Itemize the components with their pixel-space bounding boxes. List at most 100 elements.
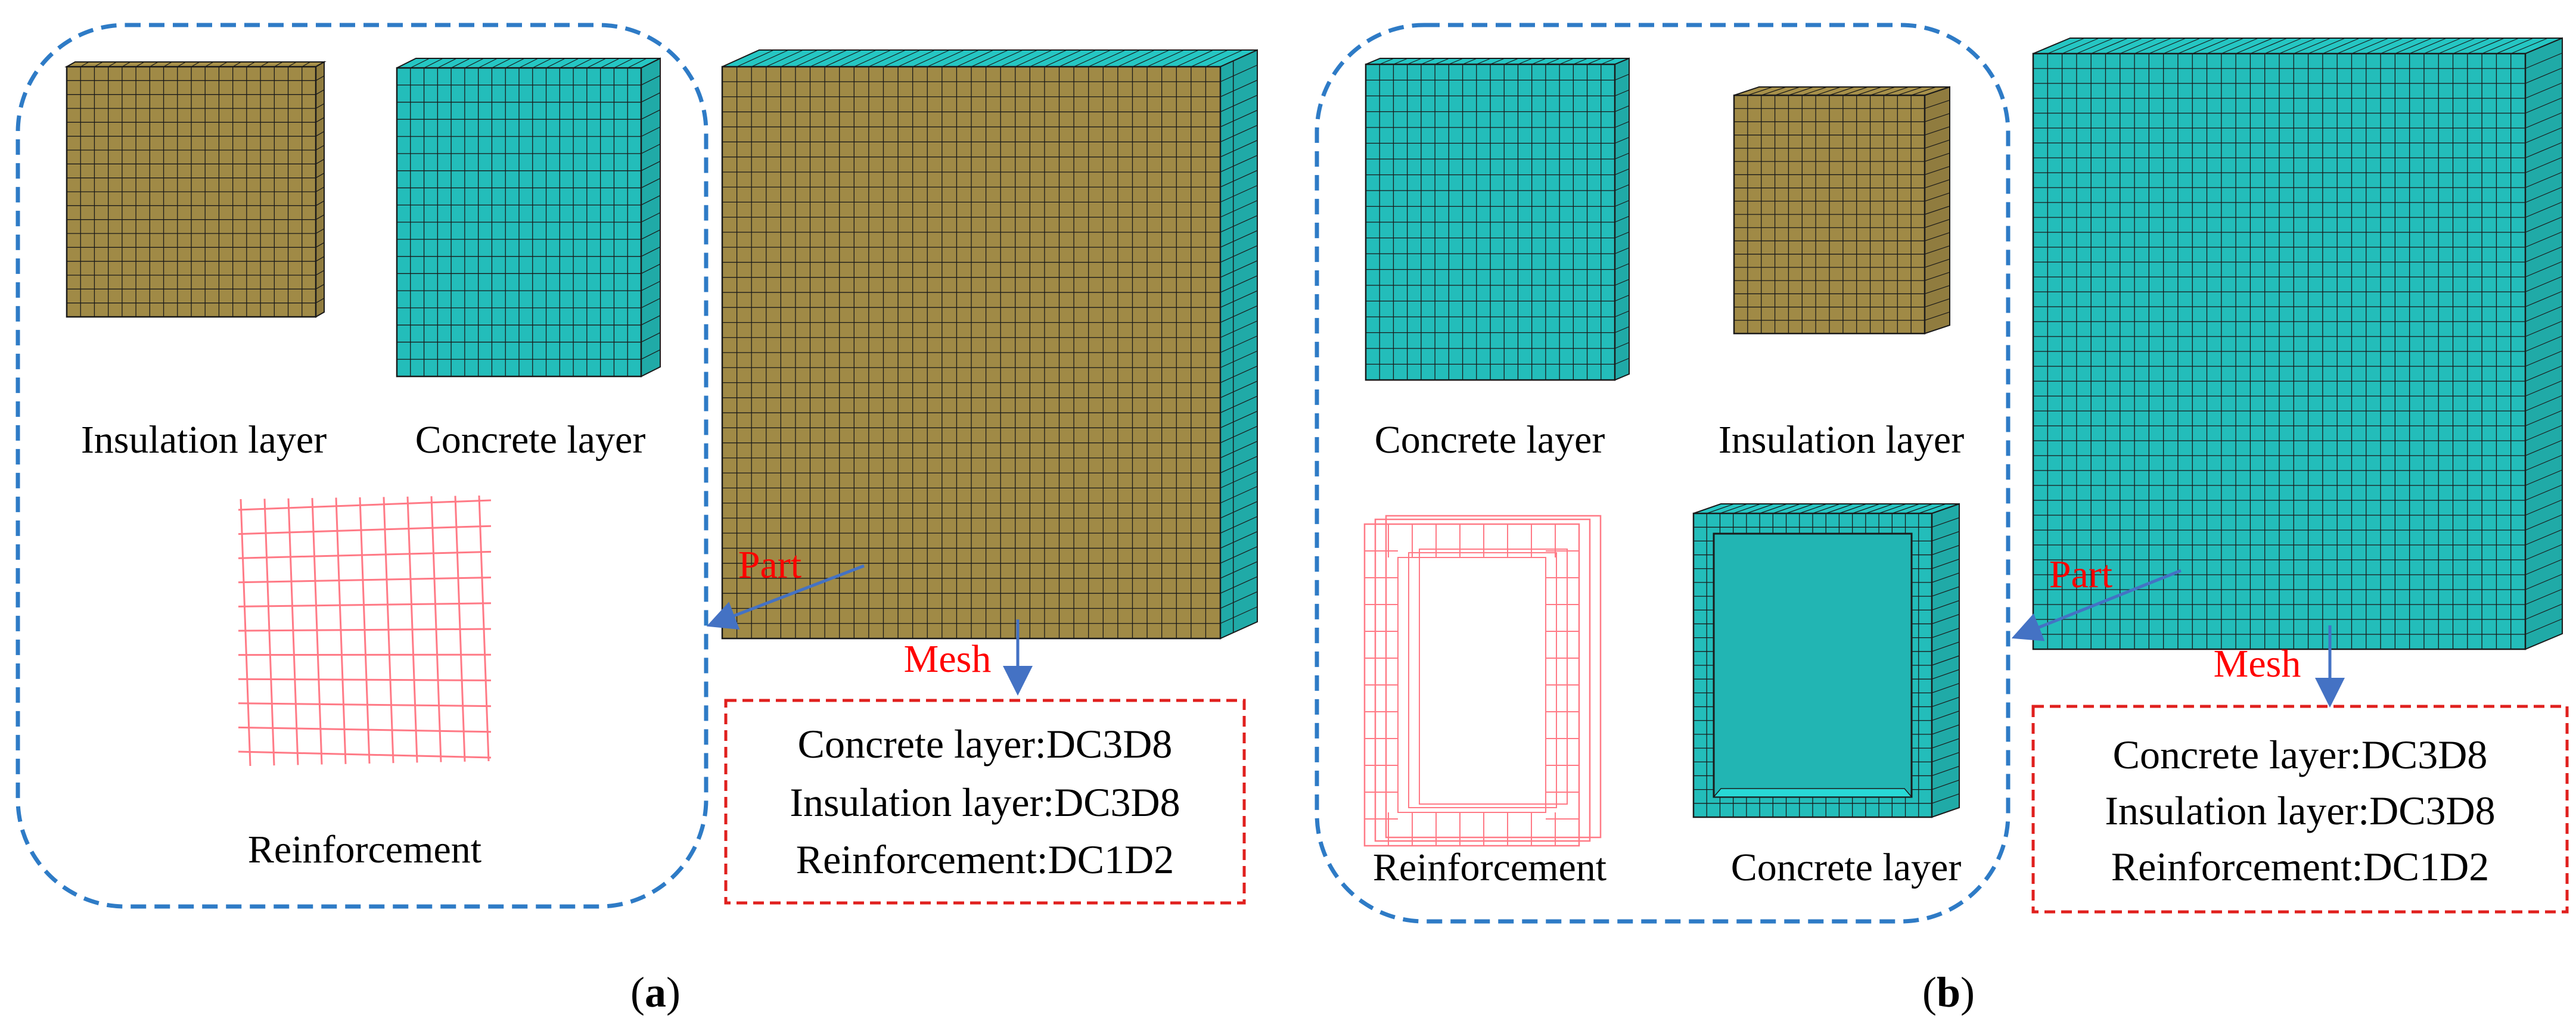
mesh-line	[94, 61, 103, 67]
mesh-line	[810, 49, 847, 67]
mesh-line	[1931, 641, 1960, 652]
element-type-a-2: Reinforcement:DC1D2	[796, 837, 1174, 882]
mesh-line	[2525, 172, 2563, 188]
mesh-line	[1924, 166, 1950, 175]
mesh-line	[437, 58, 457, 68]
rebar-horizontal	[238, 726, 492, 733]
mesh-line	[1897, 86, 1923, 96]
mesh-line	[1931, 655, 1960, 666]
mesh-line	[2453, 38, 2490, 54]
mesh-line	[1614, 168, 1630, 176]
mesh-line	[1856, 86, 1882, 96]
mesh-line	[315, 298, 325, 304]
mesh-line	[163, 61, 172, 67]
group-border-b	[1315, 23, 2011, 924]
reinforcement-label-a: Reinforcement	[248, 828, 481, 871]
mesh-line	[1393, 58, 1408, 65]
mesh-line	[2525, 588, 2563, 605]
mesh-line	[1449, 58, 1463, 65]
mesh-line	[1924, 139, 1950, 149]
mesh-line	[122, 61, 131, 67]
mesh-line	[2525, 291, 2563, 307]
mesh-line	[2366, 38, 2403, 54]
rebar-vertical	[406, 496, 418, 763]
panel-b: Concrete layer Insulation layer Reinforc…	[1315, 23, 2569, 1016]
mesh-line	[1205, 49, 1243, 67]
mesh-line	[1931, 544, 1960, 556]
mesh-line	[108, 61, 117, 67]
mesh-line	[927, 49, 965, 67]
mesh-line	[2525, 380, 2563, 397]
mesh-line	[1931, 765, 1960, 777]
mesh-line	[246, 61, 256, 67]
rebar-cage-outer	[1374, 518, 1591, 842]
mesh-line	[868, 49, 906, 67]
mesh-line	[2438, 38, 2476, 54]
mesh-line	[1614, 121, 1630, 128]
mesh-line	[232, 61, 241, 67]
mesh-line	[1884, 86, 1909, 96]
mesh-line	[1924, 245, 1950, 255]
mesh-line	[600, 58, 620, 68]
mesh-line	[971, 49, 1009, 67]
mesh-line	[586, 58, 607, 68]
mesh-line	[315, 145, 325, 151]
mesh-line	[641, 298, 661, 309]
mesh-line	[1924, 258, 1950, 268]
mesh-line	[751, 49, 789, 67]
mesh-line	[1924, 219, 1950, 228]
mesh-line	[135, 61, 145, 67]
mesh-line	[315, 89, 325, 95]
mesh-line	[1146, 49, 1185, 67]
mesh-line	[2090, 38, 2128, 54]
mesh-line	[2525, 201, 2563, 218]
mesh-line	[641, 332, 661, 342]
mesh-line	[2308, 38, 2345, 54]
mesh-line	[1220, 305, 1258, 323]
mesh-line	[1220, 170, 1258, 188]
mesh-line	[1924, 311, 1950, 321]
mesh-line	[1573, 58, 1588, 65]
rebar-horizontal	[238, 525, 492, 535]
mesh-line	[2207, 38, 2244, 54]
mesh-line	[912, 49, 950, 67]
rebar-horizontal	[238, 550, 492, 559]
mesh-line	[177, 61, 187, 67]
mesh-line	[315, 270, 325, 276]
mesh-line	[1815, 86, 1841, 96]
mesh-line	[410, 58, 430, 68]
mesh-line	[1220, 320, 1258, 338]
insulation-layer-part-b	[1733, 86, 1950, 335]
mesh-line	[1614, 105, 1630, 113]
mesh-line	[1614, 279, 1630, 286]
mesh-line	[1773, 503, 1801, 514]
mesh-line	[641, 161, 661, 172]
mesh-line	[1614, 152, 1630, 160]
mesh-line	[1220, 441, 1258, 459]
mesh-line	[1220, 456, 1258, 473]
mesh-line	[1220, 95, 1258, 113]
mesh-line	[737, 49, 774, 67]
mesh-line	[641, 144, 661, 154]
mesh-line	[2525, 246, 2563, 263]
mesh-line	[315, 200, 325, 206]
mesh-line	[315, 131, 325, 137]
mesh-line	[1924, 205, 1950, 215]
mesh-line	[191, 61, 200, 67]
part-arrow-b	[2011, 569, 2182, 641]
concrete-layer-label-b-bottom: Concrete layer	[1731, 846, 1962, 889]
mesh-line	[2525, 97, 2563, 114]
mesh-line	[1931, 613, 1960, 625]
mesh-line	[573, 58, 593, 68]
mesh-line	[315, 284, 325, 289]
mesh-line	[315, 214, 325, 220]
mesh-line	[1220, 606, 1258, 624]
mesh-line	[2395, 38, 2432, 54]
mesh-line	[2380, 38, 2418, 54]
mesh-line	[1220, 365, 1258, 384]
mesh-line	[1220, 546, 1258, 564]
mesh-line	[315, 158, 325, 164]
mesh-line	[2525, 186, 2563, 203]
mesh-line	[2525, 365, 2563, 382]
